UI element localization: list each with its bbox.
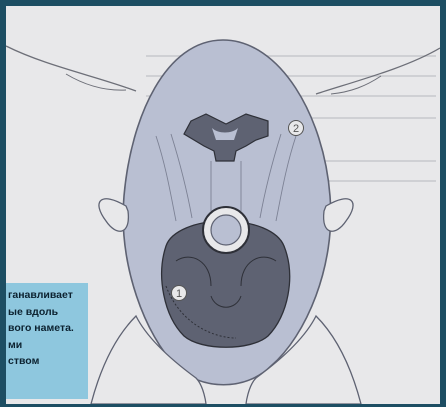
callout-2: 2	[289, 121, 304, 136]
caption-line: ством	[8, 353, 86, 370]
caption-line: ми	[8, 337, 86, 354]
shoulder-outline-right	[316, 48, 440, 94]
caption-line: ганавливает	[8, 287, 86, 304]
callout-1: 1	[172, 286, 187, 301]
book-page: 1 2 ганавливает ые вдоль вого намета. ми…	[6, 6, 440, 404]
caption-line: ые вдоль	[8, 304, 86, 321]
callout-2-label: 2	[293, 123, 299, 135]
shoulder-outline-left	[6, 46, 136, 91]
caption-box: ганавливает ые вдоль вого намета. ми ств…	[6, 283, 88, 399]
callout-1-label: 1	[176, 288, 182, 300]
caption-line: вого намета.	[8, 320, 86, 337]
